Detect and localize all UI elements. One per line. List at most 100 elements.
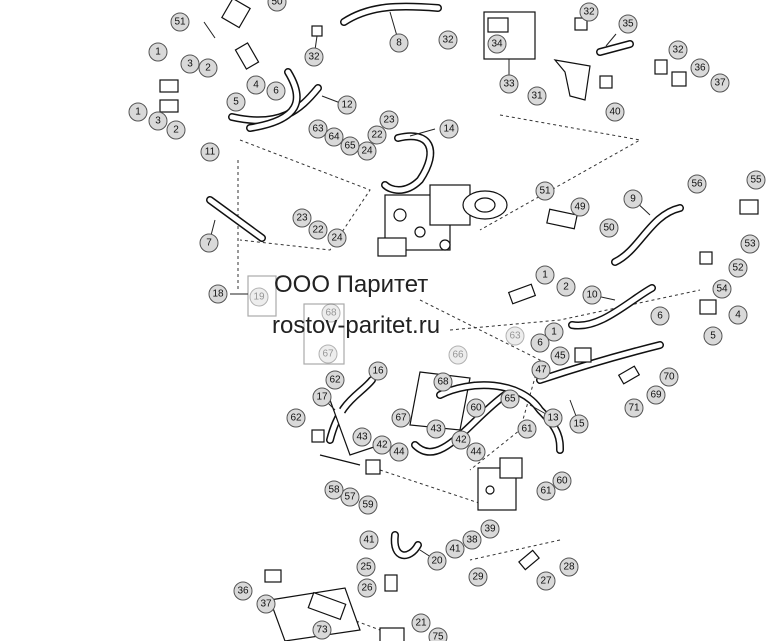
callout-4: 4 bbox=[728, 305, 748, 325]
callout-5: 5 bbox=[703, 326, 723, 346]
callout-68: 68 bbox=[321, 303, 341, 323]
callout-36: 36 bbox=[233, 581, 253, 601]
callout-32: 32 bbox=[668, 40, 688, 60]
callout-number: 57 bbox=[344, 492, 356, 503]
callout-number: 52 bbox=[732, 263, 744, 274]
callout-number: 17 bbox=[316, 392, 328, 403]
callout-60: 60 bbox=[552, 471, 572, 491]
callout-15: 15 bbox=[569, 414, 589, 434]
callout-number: 42 bbox=[455, 435, 467, 446]
callout-32: 32 bbox=[438, 30, 458, 50]
callout-number: 23 bbox=[296, 213, 308, 224]
callout-number: 47 bbox=[535, 365, 547, 376]
callout-9: 9 bbox=[623, 189, 643, 209]
callout-45: 45 bbox=[550, 346, 570, 366]
callout-43: 43 bbox=[352, 427, 372, 447]
callout-number: 75 bbox=[432, 632, 444, 641]
callout-6: 6 bbox=[266, 81, 286, 101]
callout-number: 3 bbox=[155, 116, 161, 127]
callout-number: 8 bbox=[396, 38, 402, 49]
callout-69: 69 bbox=[646, 385, 666, 405]
callout-13: 13 bbox=[543, 408, 563, 428]
callout-2: 2 bbox=[556, 277, 576, 297]
callout-number: 1 bbox=[155, 47, 161, 58]
callout-number: 69 bbox=[650, 390, 662, 401]
callout-58: 58 bbox=[324, 480, 344, 500]
callout-59: 59 bbox=[358, 495, 378, 515]
callout-36: 36 bbox=[690, 58, 710, 78]
callout-3: 3 bbox=[148, 111, 168, 131]
callout-number: 37 bbox=[714, 78, 726, 89]
callout-71: 71 bbox=[624, 398, 644, 418]
callout-number: 51 bbox=[539, 186, 551, 197]
callout-number: 2 bbox=[205, 63, 211, 74]
callout-41: 41 bbox=[359, 530, 379, 550]
hoses bbox=[206, 2, 684, 560]
callout-53: 53 bbox=[740, 234, 760, 254]
callout-number: 68 bbox=[437, 377, 449, 388]
callout-number: 45 bbox=[554, 351, 566, 362]
callout-27: 27 bbox=[536, 571, 556, 591]
callout-75: 75 bbox=[428, 627, 448, 641]
callout-29: 29 bbox=[468, 567, 488, 587]
callout-number: 54 bbox=[716, 284, 728, 295]
callout-54: 54 bbox=[712, 279, 732, 299]
callout-70: 70 bbox=[659, 367, 679, 387]
assembly-box-19 bbox=[247, 275, 277, 317]
callout-35: 35 bbox=[618, 14, 638, 34]
callout-number: 22 bbox=[371, 130, 383, 141]
callout-51: 51 bbox=[535, 181, 555, 201]
callout-49: 49 bbox=[570, 197, 590, 217]
fittings bbox=[159, 0, 759, 641]
callout-number: 43 bbox=[356, 432, 368, 443]
callout-number: 12 bbox=[341, 100, 353, 111]
callout-number: 63 bbox=[509, 331, 521, 342]
callout-7: 7 bbox=[199, 233, 219, 253]
callout-number: 66 bbox=[452, 350, 464, 361]
callout-55: 55 bbox=[746, 170, 766, 190]
callout-number: 1 bbox=[135, 107, 141, 118]
callout-number: 73 bbox=[316, 625, 328, 636]
callout-3: 3 bbox=[180, 54, 200, 74]
callout-number: 50 bbox=[603, 223, 615, 234]
callout-number: 23 bbox=[383, 115, 395, 126]
callout-number: 20 bbox=[431, 556, 443, 567]
callout-37: 37 bbox=[256, 594, 276, 614]
callout-number: 36 bbox=[694, 63, 706, 74]
callout-56: 56 bbox=[687, 174, 707, 194]
callout-31: 31 bbox=[527, 86, 547, 106]
callout-17: 17 bbox=[312, 387, 332, 407]
callout-number: 67 bbox=[322, 349, 334, 360]
callout-23: 23 bbox=[292, 208, 312, 228]
callout-44: 44 bbox=[466, 442, 486, 462]
callout-38: 38 bbox=[462, 530, 482, 550]
valve-block bbox=[477, 457, 523, 511]
callout-number: 51 bbox=[174, 17, 186, 28]
callout-number: 41 bbox=[363, 535, 375, 546]
callout-number: 26 bbox=[361, 583, 373, 594]
callout-41: 41 bbox=[445, 539, 465, 559]
callout-number: 64 bbox=[328, 132, 340, 143]
callout-20: 20 bbox=[427, 551, 447, 571]
callout-28: 28 bbox=[559, 557, 579, 577]
callout-number: 6 bbox=[273, 86, 279, 97]
callout-number: 18 bbox=[212, 289, 224, 300]
callout-50: 50 bbox=[267, 0, 287, 12]
callout-number: 50 bbox=[271, 0, 283, 8]
callout-number: 13 bbox=[547, 413, 559, 424]
callout-number: 56 bbox=[691, 179, 703, 190]
callout-number: 19 bbox=[253, 292, 265, 303]
callout-65: 65 bbox=[340, 136, 360, 156]
callout-number: 37 bbox=[260, 599, 272, 610]
callout-number: 31 bbox=[531, 91, 543, 102]
callout-number: 6 bbox=[537, 338, 543, 349]
callout-number: 53 bbox=[744, 239, 756, 250]
callout-number: 55 bbox=[750, 175, 762, 186]
callout-number: 9 bbox=[630, 194, 636, 205]
callout-73: 73 bbox=[312, 620, 332, 640]
callout-number: 5 bbox=[710, 331, 716, 342]
callout-1: 1 bbox=[544, 322, 564, 342]
callout-number: 10 bbox=[586, 290, 598, 301]
callout-number: 2 bbox=[563, 282, 569, 293]
